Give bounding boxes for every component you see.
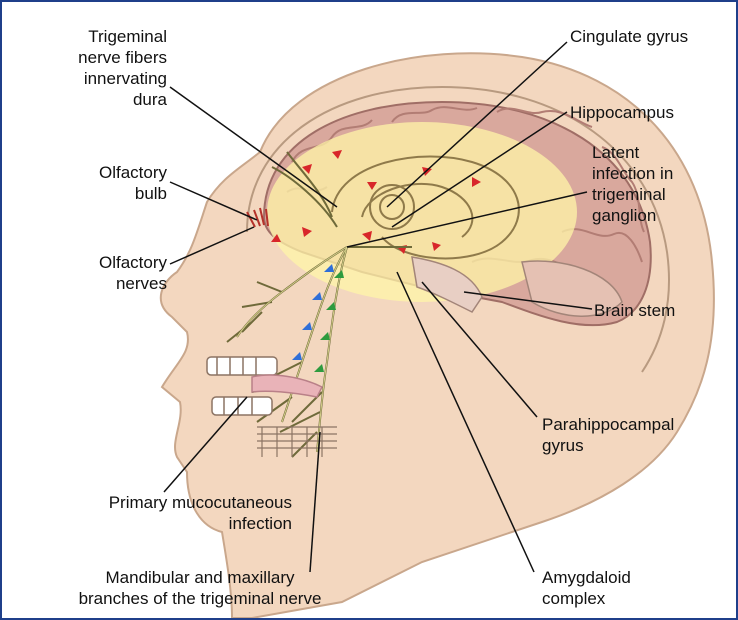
label-trigeminal-fibers: Trigeminal nerve fibers innervating dura [20, 26, 167, 110]
label-mandibular-branches: Mandibular and maxillary branches of the… [40, 567, 360, 609]
label-amygdaloid-complex: Amygdaloid complex [542, 567, 631, 609]
label-cingulate-gyrus: Cingulate gyrus [570, 26, 688, 47]
label-hippocampus: Hippocampus [570, 102, 674, 123]
label-primary-infection: Primary mucocutaneous infection [30, 492, 292, 534]
label-latent-infection: Latent infection in trigeminal ganglion [592, 142, 673, 226]
label-olfactory-bulb: Olfactory bulb [42, 162, 167, 204]
label-brain-stem: Brain stem [594, 300, 675, 321]
label-olfactory-nerves: Olfactory nerves [42, 252, 167, 294]
label-parahippocampal-gyrus: Parahippocampal gyrus [542, 414, 674, 456]
